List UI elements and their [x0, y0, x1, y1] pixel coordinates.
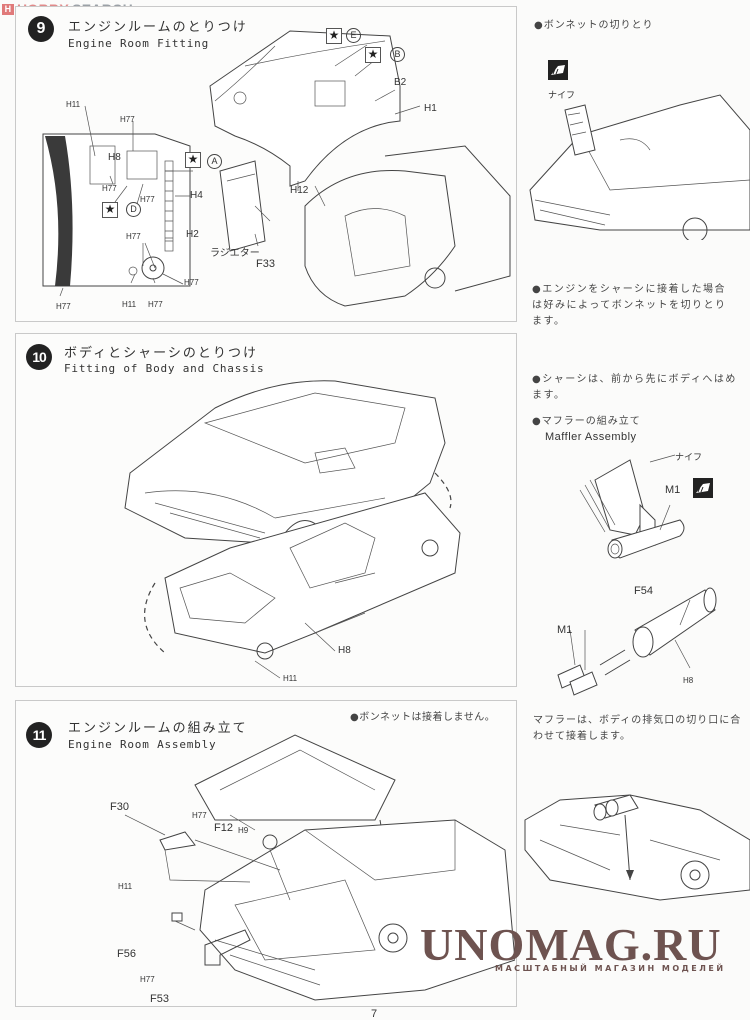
step-11-number: 11 [26, 722, 52, 748]
callout-h77-b: H77 [140, 975, 155, 984]
step-11-title-en: Engine Room Assembly [68, 738, 217, 751]
muffler-heading-en: Maffler Assembly [545, 431, 637, 443]
step-10-title-en: Fitting of Body and Chassis [64, 362, 265, 375]
callout-h12: H12 [290, 185, 309, 196]
callout-b: B [390, 47, 405, 62]
muffler-note: マフラーは、ボディの排気口の切り口に合わせて接着します。 [533, 715, 742, 742]
muffler-cut-drawing [579, 459, 685, 559]
page-number: 7 [371, 1008, 378, 1020]
callout-h8-muffler: H8 [683, 676, 694, 685]
star-a-icon: ★ [185, 152, 201, 168]
car-front-drawing [199, 819, 515, 1001]
step-11-illustration [124, 734, 515, 1001]
callout-h77-mid: H77 [140, 195, 155, 204]
callout-h11-top: H11 [66, 100, 81, 109]
callout-d: D [126, 202, 141, 217]
callout-e: E [346, 28, 361, 43]
bonnet-cut-illustration [529, 94, 750, 240]
callout-h77-left: H77 [102, 184, 117, 193]
callout-h8: H8 [108, 152, 121, 163]
callout-b2: B2 [394, 77, 407, 88]
callout-h11-step11: H11 [118, 882, 133, 891]
chassis-note: ●シャーシは、前から先にボディへはめます。 [532, 374, 737, 401]
engine-tray-drawing [209, 30, 401, 187]
knife-icon-muffler [693, 478, 713, 498]
callout-h77-right: H77 [184, 278, 199, 287]
callout-h4: H4 [190, 190, 203, 201]
parts-drawing [159, 831, 278, 966]
muffler-knife-label: ナイフ [675, 452, 703, 462]
unomag-subtitle: МАСШТАБНЫЙ МАГАЗИН МОДЕЛЕЙ [495, 964, 726, 973]
callout-f53: F53 [150, 993, 169, 1005]
bonnet-drawing [194, 734, 396, 821]
callout-f56: F56 [117, 948, 136, 960]
callout-h11-bottom: H11 [122, 300, 137, 309]
star-b-icon: ★ [365, 47, 381, 63]
callout-m1-top: M1 [665, 484, 681, 496]
step-9-title-en: Engine Room Fitting [68, 37, 210, 50]
knife-label: ナイフ [548, 90, 576, 100]
callout-h8-step10: H8 [338, 645, 351, 656]
muffler-illustration [557, 454, 717, 696]
callout-h77-inner: H77 [126, 232, 141, 241]
step-10-illustration [124, 380, 461, 679]
callout-h77-bottom: H77 [148, 300, 163, 309]
bonnet-cut-heading: ●ボンネットの切りとり [534, 20, 654, 31]
callout-h1: H1 [424, 103, 437, 114]
knife-icon [548, 60, 568, 80]
callout-m1-bottom: M1 [557, 624, 573, 636]
callout-h77-a: H77 [192, 811, 207, 820]
star-e-icon: ★ [326, 28, 342, 44]
step-10-number: 10 [26, 344, 52, 370]
callout-f12: F12 [214, 822, 233, 834]
callout-h11-step10: H11 [283, 674, 298, 683]
callout-h77-bottom-left: H77 [56, 302, 71, 311]
muffler-heading-jp: ●マフラーの組み立て [532, 416, 641, 427]
callout-f54: F54 [634, 585, 653, 597]
step-9-title-jp: エンジンルームのとりつけ [68, 20, 248, 35]
callout-f33: F33 [256, 258, 275, 270]
callout-h9: H9 [238, 826, 249, 835]
callout-f30: F30 [110, 801, 129, 813]
unomag-watermark: UNOMAG.RU [420, 919, 722, 970]
step-11-title-jp: エンジンルームの組み立て [68, 721, 248, 736]
radiator-f33-drawing [219, 160, 266, 252]
callout-h2: H2 [186, 229, 199, 240]
chassis-drawing [164, 492, 461, 660]
muffler-assembly-drawing [557, 587, 717, 696]
step-10-title-jp: ボディとシャーシのとりつけ [64, 346, 258, 361]
star-d-icon: ★ [102, 202, 118, 218]
callout-h77-top: H77 [120, 115, 135, 124]
callout-a: A [207, 154, 222, 169]
step-9-number: 9 [28, 16, 54, 42]
step-11-note: ●ボンネットは接着しません。 [350, 712, 496, 723]
step-9-illustration [42, 30, 511, 307]
brand-mark-icon: H [2, 3, 14, 15]
bonnet-note: ●エンジンをシャーシに接着した場合は好みによってボンネットを切りとります。 [532, 284, 727, 327]
radiator-label: ラジエター [210, 248, 260, 259]
muffler-fitted-illustration [524, 794, 750, 901]
engine-bay-drawing [254, 145, 511, 307]
